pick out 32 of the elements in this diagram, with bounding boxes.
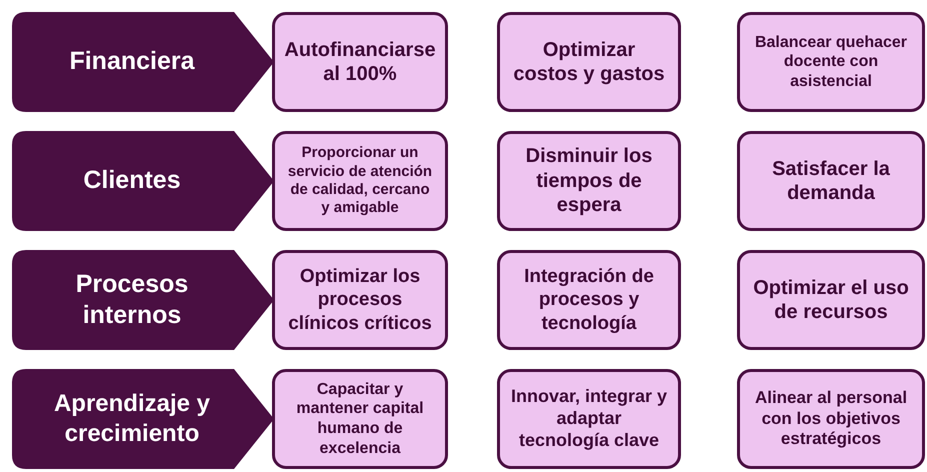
category-tab — [12, 12, 274, 112]
objective-box — [272, 250, 448, 350]
objective-text: Capacitar y mantener capital humano de excelencia — [295, 380, 425, 458]
objective-box — [272, 12, 448, 112]
objective-text: Optimizar el uso de recursos — [752, 276, 910, 324]
objective-text: Optimizar los procesos clínicos críticos — [287, 265, 433, 335]
category-label: Aprendizaje y crecimiento — [52, 389, 212, 449]
objective-text: Satisfacer la demanda — [771, 156, 891, 206]
objective-box — [497, 12, 681, 112]
objective-box — [272, 369, 448, 469]
objective-box — [497, 131, 681, 231]
objective-box — [497, 369, 681, 469]
category-label: Procesos internos — [74, 268, 190, 331]
objective-text: Disminuir los tiempos de espera — [524, 144, 654, 218]
objective-text: Innovar, integrar y adaptar tecnología clave — [510, 386, 668, 452]
category-tab — [12, 131, 274, 231]
category-tab — [12, 250, 274, 350]
category-tab — [12, 369, 274, 469]
objective-text: Autofinanciarse al 100% — [284, 38, 436, 86]
objective-text: Integración de procesos y tecnología — [523, 265, 655, 335]
objective-box — [737, 250, 925, 350]
category-label: Clientes — [83, 165, 181, 196]
objective-box — [497, 250, 681, 350]
objective-box — [737, 369, 925, 469]
objective-box — [737, 131, 925, 231]
objective-box — [737, 12, 925, 112]
objective-text: Optimizar costos y gastos — [512, 38, 666, 86]
objective-text: Proporcionar un servicio de atención de calidad, cercano y amigable — [286, 144, 434, 218]
objective-text: Balancear quehacer docente con asistencial — [754, 32, 908, 92]
objective-text: Alinear al personal con los objetivos estratégicos — [754, 388, 908, 450]
objective-box — [272, 131, 448, 231]
category-label: Financiera — [69, 46, 195, 78]
